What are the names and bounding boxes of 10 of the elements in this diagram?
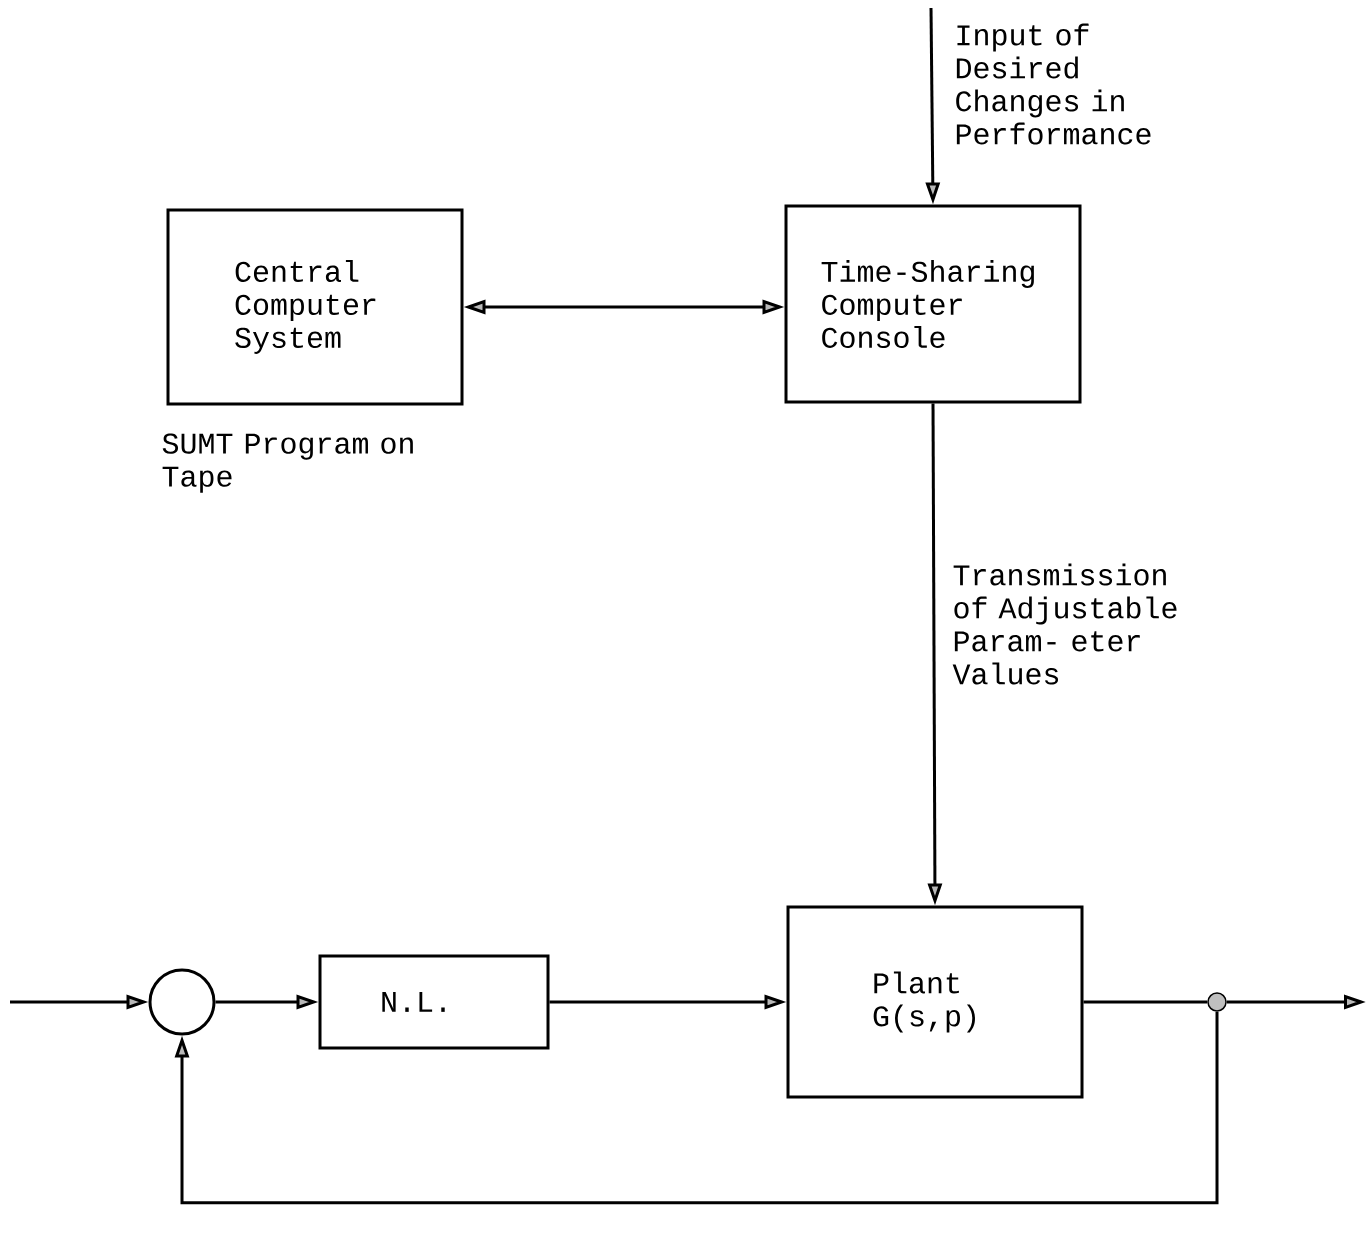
arrow: [174, 1011, 1219, 1205]
branch-point: [1207, 992, 1227, 1012]
summing-junction: [148, 968, 216, 1036]
edge-label: Input of Desired Changes in Performance: [956, 23, 1151, 145]
process-box: Time-Sharing Computer Console: [784, 204, 1082, 404]
process-box: Plant G(s,p): [786, 905, 1084, 1099]
process-box: Central Computer System: [166, 208, 464, 406]
box-caption: SUMT Program on Tape: [162, 433, 413, 493]
process-box: N.L.: [318, 954, 550, 1050]
edge-label: Transmission of Adjustable Param- eter Values: [952, 563, 1177, 685]
